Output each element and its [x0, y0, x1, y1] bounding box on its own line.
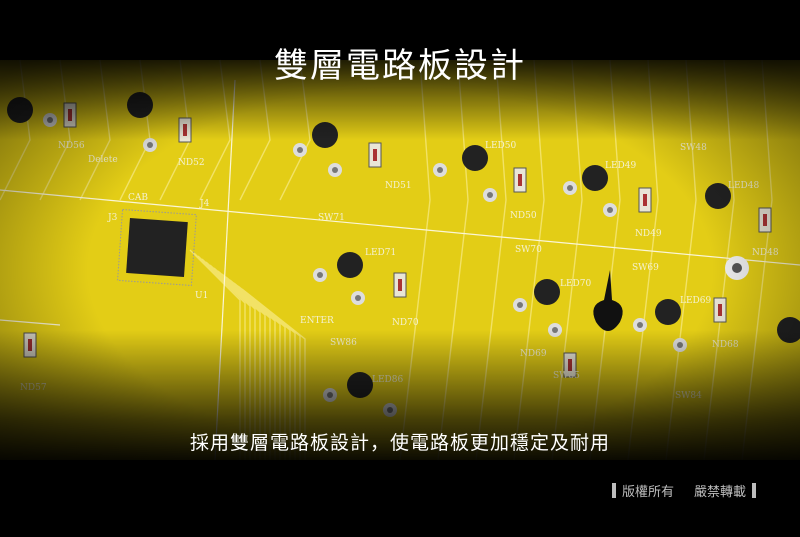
copyright-notice: 版權所有 嚴禁轉載 [612, 481, 757, 500]
banner-subtitle: 採用雙層電路板設計，使電路板更加穩定及耐用 [189, 432, 610, 454]
divider-bar [752, 483, 757, 498]
banner-title: 雙層電路板設計 [274, 46, 526, 86]
copyright-left: 版權所有 [622, 485, 675, 500]
divider-bar [612, 483, 616, 498]
copyright-right: 嚴禁轉載 [694, 485, 747, 500]
